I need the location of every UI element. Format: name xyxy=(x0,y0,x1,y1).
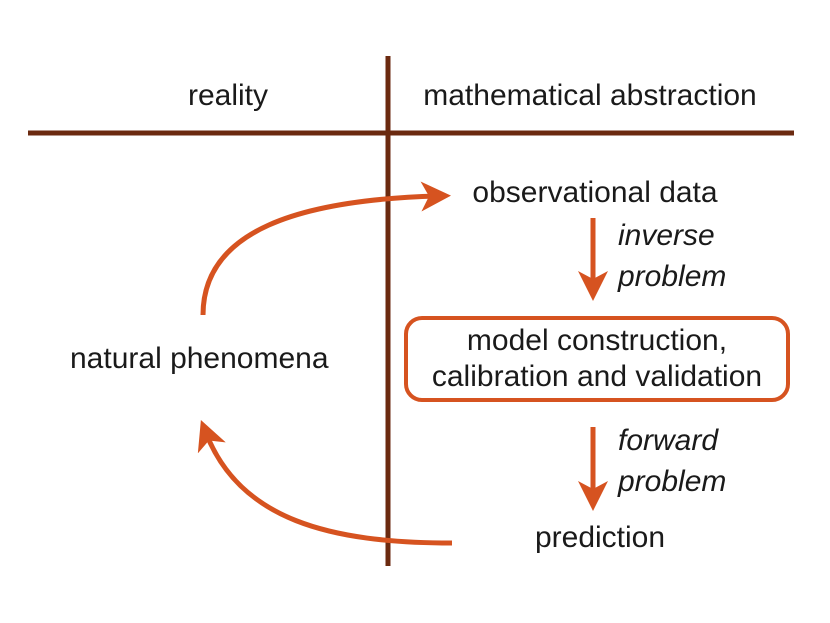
model-label-line1: model construction, xyxy=(466,324,728,357)
node-natural-phenomena: natural phenomena xyxy=(70,342,329,375)
label-forward-problem: problem xyxy=(618,465,727,498)
header-mathematical-abstraction: mathematical abstraction xyxy=(423,79,757,112)
prediction-arrow xyxy=(197,419,453,546)
header-reality: reality xyxy=(187,79,269,112)
model-label-line2: calibration and validation xyxy=(431,360,763,393)
node-observational-data: observational data xyxy=(472,176,718,209)
label-forward: forward xyxy=(618,424,719,457)
observation-arrow xyxy=(200,181,451,316)
label-inverse: inverse xyxy=(618,219,715,252)
node-model-construction-box: model construction, calibration and vali… xyxy=(404,316,790,402)
label-inverse-problem: problem xyxy=(618,260,727,293)
node-prediction: prediction xyxy=(534,521,666,554)
